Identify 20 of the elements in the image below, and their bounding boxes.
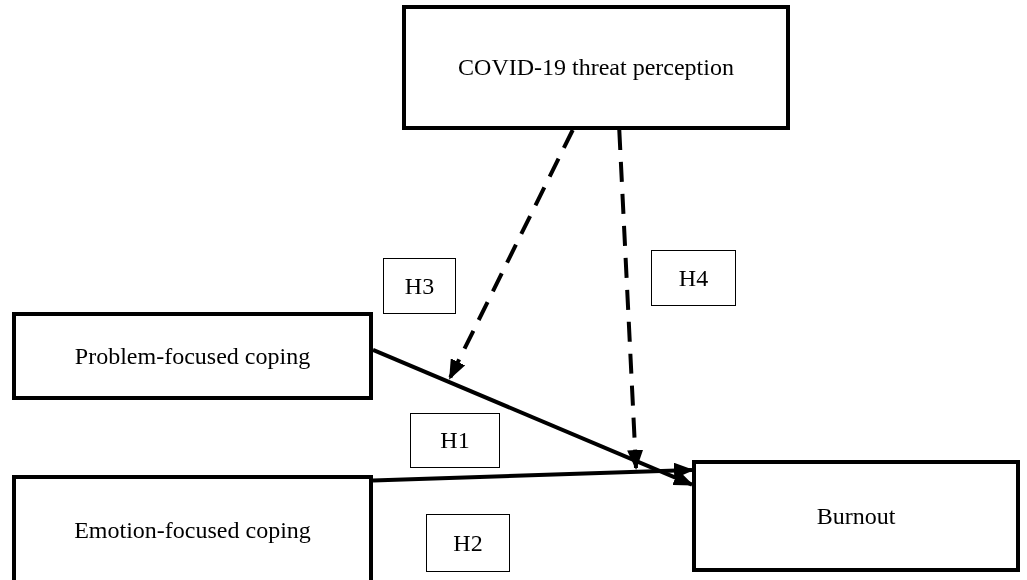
node-label: COVID-19 threat perception (458, 54, 734, 81)
node-label: H2 (453, 529, 483, 557)
hypothesis-label-box (426, 514, 510, 572)
dashed-arrow (617, 129, 644, 470)
arrow (372, 462, 694, 483)
hypothesis-label-box (410, 413, 500, 468)
node-label: Problem-focused coping (74, 342, 311, 370)
construct-box (12, 312, 373, 400)
arrow (372, 348, 694, 487)
hypothesis-label-box (383, 258, 456, 314)
dashed-arrow (448, 129, 575, 380)
node-label: Emotion-focused coping (74, 516, 311, 544)
construct-box (692, 460, 1020, 572)
node-label: Burnout (816, 502, 896, 530)
construct-box (402, 5, 790, 130)
node-label: H1 (440, 427, 470, 454)
hypothesis-label-box (651, 250, 736, 306)
construct-box (12, 475, 373, 580)
node-label: H4 (678, 264, 709, 292)
node-label: H3 (404, 272, 435, 300)
